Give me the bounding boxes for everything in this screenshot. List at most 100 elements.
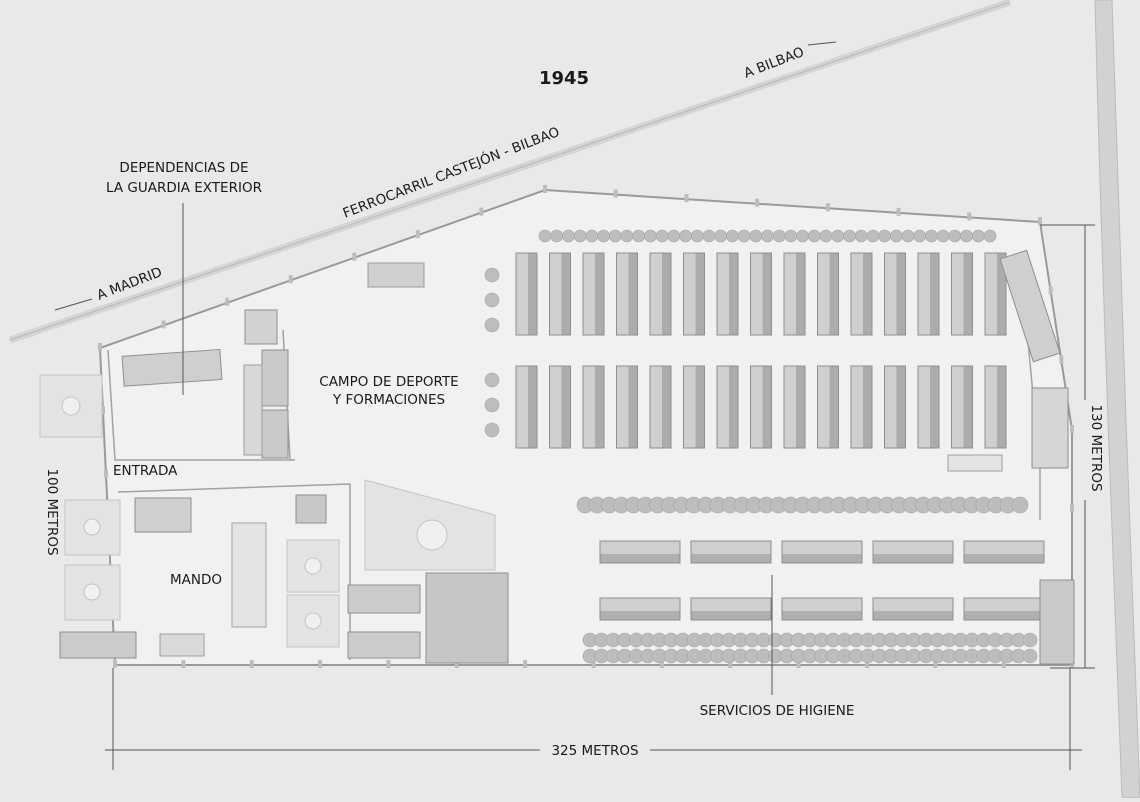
barrack-shadow [796, 253, 805, 335]
label-guard-line2: LA GUARDIA EXTERIOR [106, 180, 262, 196]
tree [843, 229, 856, 243]
barrack-shadow [695, 253, 705, 335]
fence-post [825, 203, 830, 212]
fence-post [225, 297, 230, 306]
tree [866, 229, 880, 243]
tree [796, 229, 809, 243]
fence-post [1070, 503, 1074, 512]
road [1094, 0, 1140, 799]
hygiene-building-shadow [873, 554, 953, 563]
barrack-shadow [930, 366, 939, 448]
barrack-shadow [561, 253, 571, 335]
tree [702, 229, 716, 243]
barrack-shadow [863, 366, 872, 448]
fence-post [543, 185, 547, 193]
fence-post [659, 660, 664, 668]
tree [925, 229, 938, 243]
hygiene-building-shadow [964, 611, 1044, 620]
barrack-shadow [628, 253, 638, 335]
tree-rows [484, 229, 1038, 664]
fence-post [454, 660, 459, 668]
fence-post [98, 343, 102, 351]
tree [608, 229, 622, 243]
fence-post [181, 660, 186, 668]
barrack-shadow [595, 366, 604, 448]
tree [585, 229, 599, 243]
barrack-shadow [896, 366, 906, 448]
fence-post [415, 230, 420, 239]
label-guard-line1: DEPENDENCIAS DE [119, 160, 248, 176]
fence-post [864, 660, 869, 668]
barrack-shadow [762, 366, 772, 448]
hygiene-building-shadow [691, 554, 771, 563]
barrack-shadow [896, 253, 906, 335]
fence-post [728, 660, 733, 668]
barrack-shadow [528, 366, 537, 448]
tree [819, 229, 833, 243]
hygiene-building-shadow [964, 554, 1044, 563]
barrack-shadow [528, 253, 537, 335]
barrack-shadow [829, 253, 839, 335]
tree [484, 422, 500, 438]
tree [484, 317, 500, 333]
tree [890, 229, 903, 243]
hygiene-buildings [599, 540, 1045, 621]
fence-post [1001, 660, 1006, 668]
tree [538, 229, 552, 243]
tree [960, 229, 973, 243]
tree [948, 229, 962, 243]
label-command: MANDO [170, 572, 222, 588]
barrack-shadow [729, 253, 738, 335]
barrack-shadow [628, 366, 638, 448]
railway-line [8, 0, 1012, 344]
tree [484, 292, 500, 308]
tree [936, 229, 950, 243]
barracks-blocks [515, 252, 1007, 449]
hygiene-building-shadow [691, 611, 771, 620]
fence-post [613, 189, 618, 198]
tree [679, 229, 692, 243]
tree [901, 229, 915, 243]
command-buildings [59, 262, 509, 664]
fence-post [479, 207, 484, 216]
tree [1011, 496, 1029, 514]
tree [597, 229, 610, 243]
fence-post [386, 660, 391, 668]
tree [726, 229, 739, 243]
fence-post [288, 275, 293, 284]
tree [632, 229, 645, 243]
barrack-shadow [695, 366, 705, 448]
label-entrance: ENTRADA [113, 463, 178, 479]
tree [808, 229, 821, 243]
tree [714, 229, 727, 243]
barrack-shadow [561, 366, 571, 448]
tree [772, 229, 786, 243]
label-width-dimension: 325 METROS [551, 743, 638, 759]
tree [484, 267, 500, 283]
hygiene-building-shadow [600, 611, 680, 620]
hygiene-building-shadow [600, 554, 680, 563]
fence-post [755, 198, 760, 207]
label-left-height-dimension: 100 METROS [44, 468, 60, 555]
fence-post [1038, 217, 1042, 225]
label-right-height-dimension: 130 METROS [1088, 404, 1104, 491]
map-year: 1945 [539, 68, 589, 89]
fence-post [1070, 425, 1074, 433]
dimension-lines [54, 41, 1095, 770]
barrack-shadow [997, 366, 1006, 448]
tree [749, 229, 763, 243]
fence-post [104, 469, 108, 478]
tree [983, 229, 997, 243]
barrack-shadow [662, 253, 671, 335]
tree [971, 229, 985, 243]
fence-post [1059, 355, 1064, 364]
hygiene-building-shadow [782, 611, 862, 620]
side-buildings [947, 249, 1075, 665]
tree [620, 229, 634, 243]
hygiene-building-shadow [782, 554, 862, 563]
barrack-shadow [796, 366, 805, 448]
tree [655, 229, 669, 243]
fence-post [967, 212, 972, 221]
tree [562, 229, 575, 243]
